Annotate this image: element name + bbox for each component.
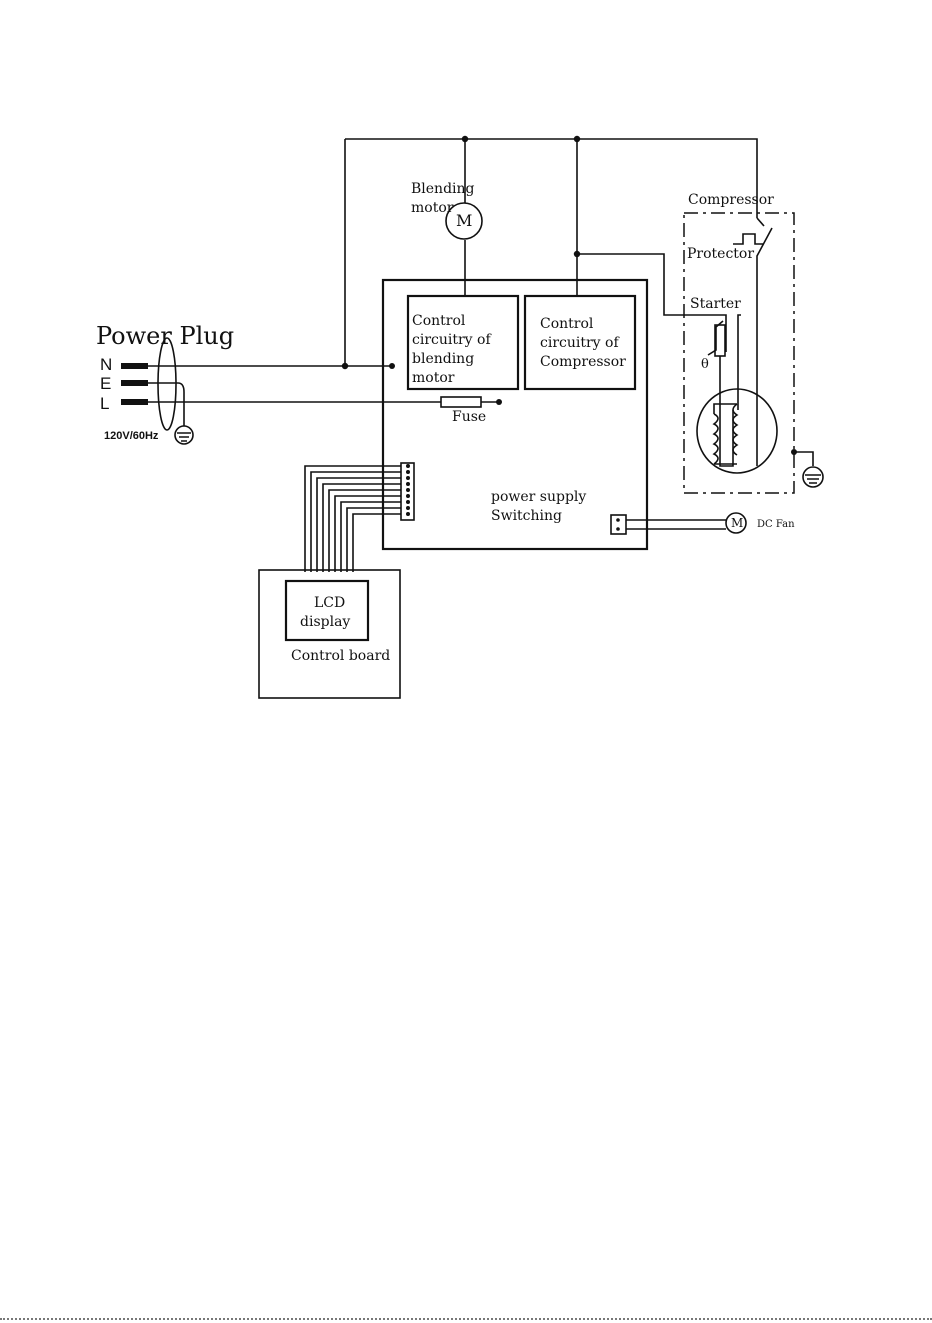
power-plug-title: Power Plug: [96, 322, 234, 350]
plug-pin-e: [121, 380, 148, 386]
neutral-label: N: [100, 355, 112, 375]
terminal-dot: [791, 449, 797, 455]
blending-control-line-4: motor: [412, 369, 454, 388]
terminal-dot: [496, 399, 502, 405]
line-label: L: [100, 394, 109, 414]
connector-pins: [406, 464, 410, 516]
blending-control-line-2: circuitry of: [412, 331, 491, 350]
theta-symbol: θ: [701, 355, 709, 374]
starter-label: Starter: [690, 295, 741, 314]
ground-icon: [803, 467, 823, 487]
page-bottom-edge: [0, 1318, 932, 1320]
control-board-box: [259, 570, 400, 698]
fuse-label: Fuse: [452, 408, 486, 427]
control-board-label: Control board: [291, 647, 390, 666]
blending-motor-symbol: M: [456, 211, 472, 230]
fuse-icon: [441, 397, 481, 407]
compressor-control-line-1: Control: [540, 315, 593, 334]
plug-pin-l: [121, 399, 148, 405]
dc-fan-symbol: M: [731, 514, 743, 533]
blending-control-line-1: Control: [412, 312, 465, 331]
fan-connector-icon: [611, 515, 626, 534]
compressor-control-line-2: circuitry of: [540, 334, 619, 353]
rating-label: 120V/60Hz: [104, 430, 158, 442]
earth-label: E: [100, 374, 111, 394]
motor-winding-icon: [697, 389, 777, 473]
ptc-thermistor-icon: [708, 321, 725, 356]
ribbon-cable: [305, 466, 401, 572]
compressor-title: Compressor: [688, 191, 774, 210]
power-supply-line-2: Switching: [491, 507, 562, 526]
blending-motor-label-2: motor: [411, 199, 453, 218]
dc-fan-label: DC Fan: [757, 515, 795, 534]
compressor-earth-wire: [794, 452, 813, 466]
lcd-line-1: LCD: [314, 594, 345, 613]
ground-icon: [175, 426, 193, 444]
terminal-dot: [389, 363, 395, 369]
lcd-line-2: display: [300, 613, 350, 632]
cable-sheath: [158, 338, 176, 430]
power-supply-line-1: power supply: [491, 488, 586, 507]
earth-wire: [148, 383, 184, 426]
blending-motor-label-1: Blending: [411, 180, 475, 199]
compressor-control-line-3: Compressor: [540, 353, 626, 372]
protector-label: Protector: [687, 245, 754, 264]
plug-pin-n: [121, 363, 148, 369]
starter-wire: [720, 315, 741, 466]
blending-control-line-3: blending: [412, 350, 474, 369]
fan-wire: [626, 520, 726, 529]
